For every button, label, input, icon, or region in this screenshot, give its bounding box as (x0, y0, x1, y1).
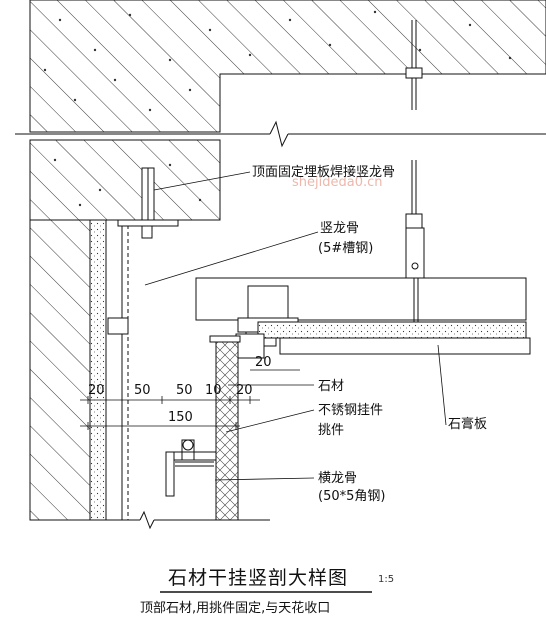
label-vertical-keel: 竖龙骨 (320, 221, 359, 236)
bottom-break (90, 510, 270, 530)
label-horizontal-keel-spec: (50*5角钢) (318, 489, 385, 504)
ceiling-structure (195, 277, 531, 359)
break-line (15, 120, 546, 148)
anchor-plate (117, 167, 179, 239)
hanger-assembly (165, 439, 217, 497)
label-stainless-hanger: 不锈钢挂件 (318, 403, 383, 418)
label-stone: 石材 (318, 379, 344, 394)
dim-50-a: 50 (134, 383, 151, 398)
label-hanger-piece: 挑件 (318, 423, 344, 438)
concrete-slab-upper (29, 0, 546, 133)
stone-panel (209, 335, 241, 521)
dim-50-b: 50 (176, 383, 193, 398)
wall-left (29, 219, 107, 521)
dim-10: 10 (205, 383, 222, 398)
dim-20-right: 20 (236, 383, 253, 398)
label-gypsum-board: 石膏板 (448, 416, 487, 432)
dim-150: 150 (168, 410, 193, 425)
drawing-note: 顶部石材,用挑件固定,与天花收口 (140, 600, 330, 616)
label-anchor-plate: 顶面固定埋板焊接竖龙骨 (252, 164, 395, 180)
label-vertical-keel-spec: (5#槽钢) (318, 241, 373, 256)
drawing-title: 石材干挂竖剖大样图 (168, 567, 348, 589)
dimension-lines (80, 330, 300, 520)
dim-20-top: 20 (255, 355, 272, 370)
vertical-keel (107, 225, 129, 520)
watermark: shejideda0.cn (292, 175, 383, 190)
dim-20-left: 20 (88, 383, 105, 398)
label-horizontal-keel: 横龙骨 (318, 471, 357, 486)
leader-lines (144, 171, 447, 481)
drawing-scale: 1:5 (378, 574, 394, 585)
concrete-slab-lower (29, 139, 221, 221)
ceiling-hanger-rod (405, 20, 425, 322)
